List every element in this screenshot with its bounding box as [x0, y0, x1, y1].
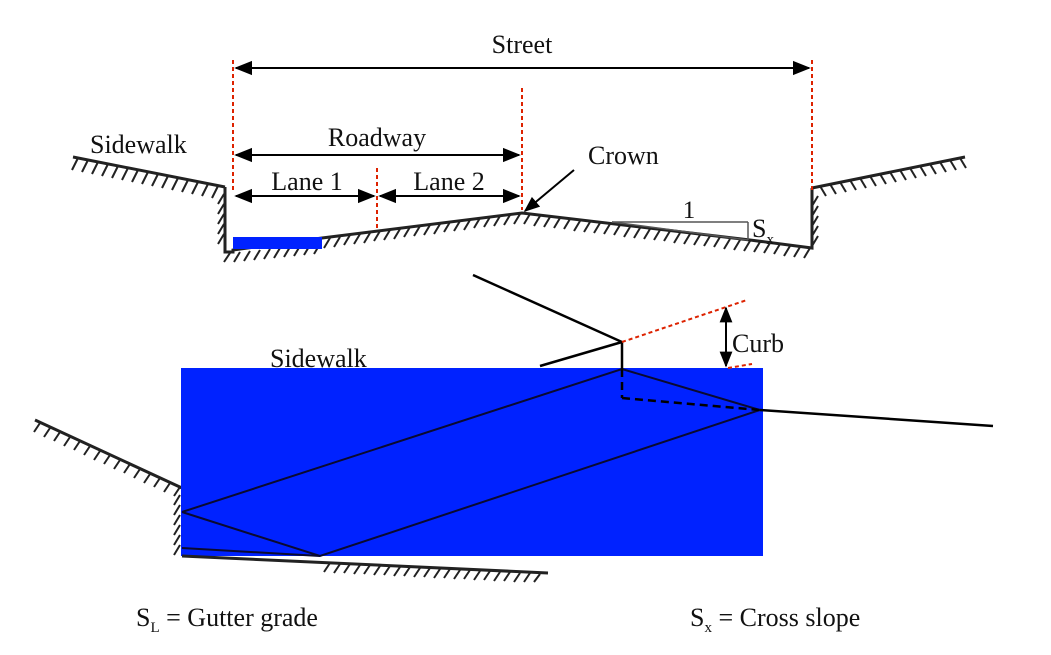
left-sidewalk-ground: [71, 155, 226, 199]
road-profile: [217, 187, 819, 263]
cross-slope-triangle: [611, 221, 749, 241]
roadway-label: Roadway: [328, 123, 426, 152]
sidewalk-label-bottom: Sidewalk: [270, 344, 367, 373]
curb-label: Curb: [732, 329, 784, 358]
slope-run-label: 1: [683, 197, 696, 224]
cross-slope-legend: Sx = Cross slope: [690, 603, 860, 636]
sx-slope-label: Sx: [752, 214, 774, 248]
street-label: Street: [492, 30, 553, 59]
crown-pointer: [523, 169, 575, 213]
boundary-lines: [232, 60, 813, 230]
detail-left-ground: [33, 418, 183, 556]
top-cross-section: Street Roadway Lane 1 Lane 2 Crown Sidew…: [71, 30, 967, 263]
gutter-water-top: [233, 237, 322, 249]
lane-2-label: Lane 2: [413, 167, 484, 196]
lane-1-label: Lane 1: [271, 167, 342, 196]
curb-reference-line: [621, 299, 748, 343]
legend: SL = Gutter grade Sx = Cross slope: [136, 603, 860, 636]
sidewalk-label-top: Sidewalk: [90, 130, 187, 159]
detail-bottom-ground: [181, 554, 549, 583]
curb-reference-line-lower: [727, 363, 753, 369]
crown-label: Crown: [588, 141, 659, 170]
right-sidewalk-ground: [811, 155, 967, 197]
gutter-grade-legend: SL = Gutter grade: [136, 603, 318, 636]
gutter-detail: Sidewalk Curb: [33, 273, 994, 583]
gutter-water-detail: [181, 368, 763, 556]
